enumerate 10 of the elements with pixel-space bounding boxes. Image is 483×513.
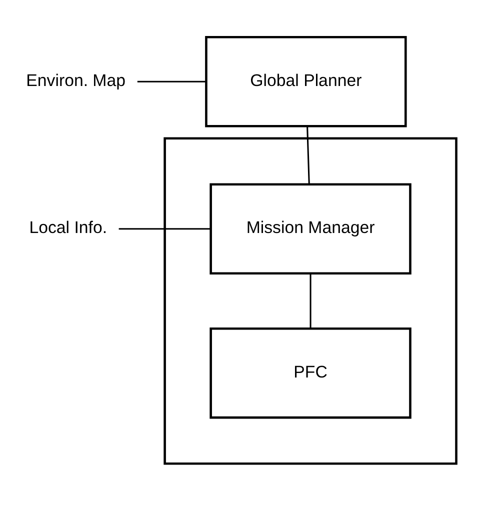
connector <box>137 80 206 82</box>
node-text: Local Info. <box>29 218 108 238</box>
node-box: Mission Manager <box>210 183 412 275</box>
connector <box>306 126 310 184</box>
connector <box>310 274 312 328</box>
node-box: PFC <box>210 327 412 419</box>
connector <box>118 228 210 230</box>
node-box: Global Planner <box>205 36 407 128</box>
node-text: Environ. Map <box>26 70 126 90</box>
cluster <box>164 137 458 465</box>
